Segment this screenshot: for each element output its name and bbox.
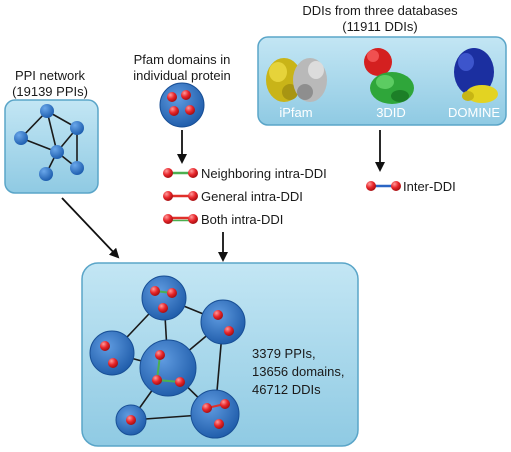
result-protein xyxy=(190,389,240,439)
domain-dot xyxy=(100,341,110,351)
ppi-title-line2: (19139 PPIs) xyxy=(12,84,88,99)
domain-dot xyxy=(202,403,212,413)
domain-dot xyxy=(163,191,173,201)
protein-node xyxy=(40,104,54,118)
domain-dot xyxy=(181,90,191,100)
result-protein xyxy=(141,275,187,321)
db-domine-label: DOMINE xyxy=(448,105,500,120)
legend-general: General intra-DDI xyxy=(163,189,303,204)
domain-dot xyxy=(213,310,223,320)
domain-dot xyxy=(152,375,162,385)
result-protein xyxy=(89,330,135,376)
domain-dot xyxy=(185,105,195,115)
domain-dot xyxy=(175,377,185,387)
domain-dot xyxy=(150,286,160,296)
protein-node xyxy=(70,121,84,135)
domain-dot xyxy=(188,214,198,224)
domain-dot xyxy=(214,419,224,429)
result-summary-line2: 13656 domains, xyxy=(252,364,345,379)
ppi-title-line1: PPI network xyxy=(15,68,86,83)
pfam-title-line2: individual protein xyxy=(133,68,231,83)
ddi-title-line1: DDIs from three databases xyxy=(302,3,458,18)
domain-dot xyxy=(169,106,179,116)
protein-node xyxy=(50,145,64,159)
ddi-title-line2: (11911 DDIs) xyxy=(342,19,417,34)
3did-structure-image xyxy=(364,48,414,104)
legend-neighboring-label: Neighboring intra-DDI xyxy=(201,166,327,181)
domain-dot xyxy=(155,350,165,360)
result-domains xyxy=(100,286,234,429)
protein-node xyxy=(70,161,84,175)
ipfam-structure-image xyxy=(266,58,327,102)
domain-dot xyxy=(163,214,173,224)
domain-dot xyxy=(108,358,118,368)
legend-general-label: General intra-DDI xyxy=(201,189,303,204)
pfam-title-line1: Pfam domains in xyxy=(134,52,231,67)
legend-inter-label: Inter-DDI xyxy=(403,179,456,194)
protein-with-domains xyxy=(159,82,205,128)
domain-dot xyxy=(163,168,173,178)
domain-dot xyxy=(220,399,230,409)
domain-dot xyxy=(366,181,376,191)
result-protein xyxy=(200,299,246,345)
domain-dot xyxy=(224,326,234,336)
domain-dot xyxy=(391,181,401,191)
legend-inter: Inter-DDI xyxy=(366,179,456,194)
domine-structure-image xyxy=(454,48,498,103)
domain-dot xyxy=(188,191,198,201)
domain-dot xyxy=(158,303,168,313)
legend-both: Both intra-DDI xyxy=(163,212,283,227)
protein-node xyxy=(39,167,53,181)
domain-dot xyxy=(126,415,136,425)
domain-dot xyxy=(167,92,177,102)
result-protein xyxy=(139,339,197,397)
db-ipfam-label: iPfam xyxy=(279,105,312,120)
ppi-nodes xyxy=(14,104,84,181)
domain-dot xyxy=(188,168,198,178)
result-summary-line1: 3379 PPIs, xyxy=(252,346,316,361)
protein-node xyxy=(14,131,28,145)
domain-dot xyxy=(167,288,177,298)
result-summary-line3: 46712 DDIs xyxy=(252,382,321,397)
db-3did-label: 3DID xyxy=(376,105,406,120)
ppi-to-result-arrow xyxy=(61,197,120,259)
legend-neighboring: Neighboring intra-DDI xyxy=(163,166,327,181)
legend-both-label: Both intra-DDI xyxy=(201,212,283,227)
